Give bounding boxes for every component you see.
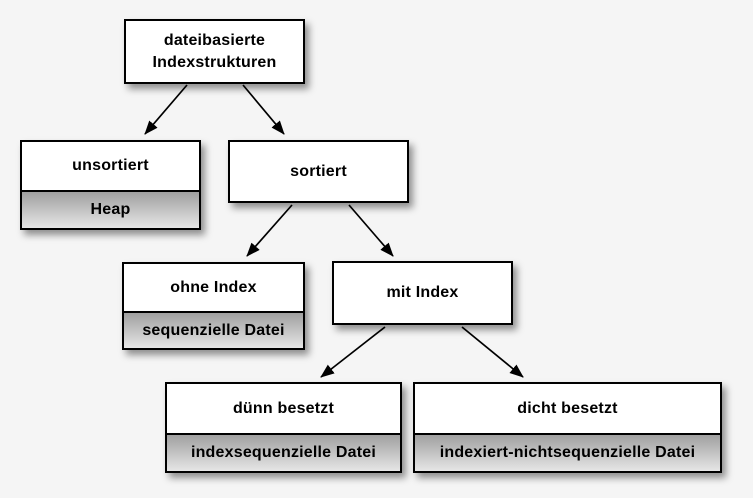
node-ohne-index-sublabel: sequenzielle Datei: [124, 311, 303, 348]
node-ohne-index-label: ohne Index: [170, 278, 257, 296]
node-sortiert: sortiert: [228, 140, 409, 203]
node-root-label: dateibasierte Indexstrukturen: [152, 32, 277, 71]
edge-sorted-to-no-index-arrow: [246, 204, 293, 257]
edge-root-to-unsorted-arrow: [144, 84, 188, 135]
edge-root-to-sorted-arrow: [242, 84, 285, 135]
node-dicht-besetzt-label: dicht besetzt: [517, 399, 618, 417]
node-unsortiert: unsortiert Heap: [20, 140, 201, 230]
node-mit-index: mit Index: [332, 261, 513, 325]
node-unsortiert-label: unsortiert: [72, 157, 149, 175]
node-duenn-besetzt-label: dünn besetzt: [232, 399, 335, 417]
edge-sorted-to-with-index-arrow: [348, 204, 394, 257]
node-duenn-besetzt: dünn besetzt indexsequenzielle Datei: [165, 382, 402, 473]
node-mit-index-label: mit Index: [386, 284, 459, 302]
node-unsortiert-sublabel: Heap: [22, 190, 199, 228]
node-sortiert-label: sortiert: [290, 162, 347, 180]
node-ohne-index: ohne Index sequenzielle Datei: [122, 262, 305, 350]
node-root: dateibasierte Indexstrukturen: [124, 19, 305, 84]
edge-with-index-to-dense-arrow: [461, 326, 524, 378]
edge-with-index-to-sparse-arrow: [320, 326, 386, 378]
node-dicht-besetzt-sublabel: indexiert-nichtsequenzielle Datei: [415, 433, 720, 471]
node-duenn-besetzt-sublabel: indexsequenzielle Datei: [167, 433, 400, 471]
node-dicht-besetzt: dicht besetzt indexiert-nichtsequenziell…: [413, 382, 722, 473]
